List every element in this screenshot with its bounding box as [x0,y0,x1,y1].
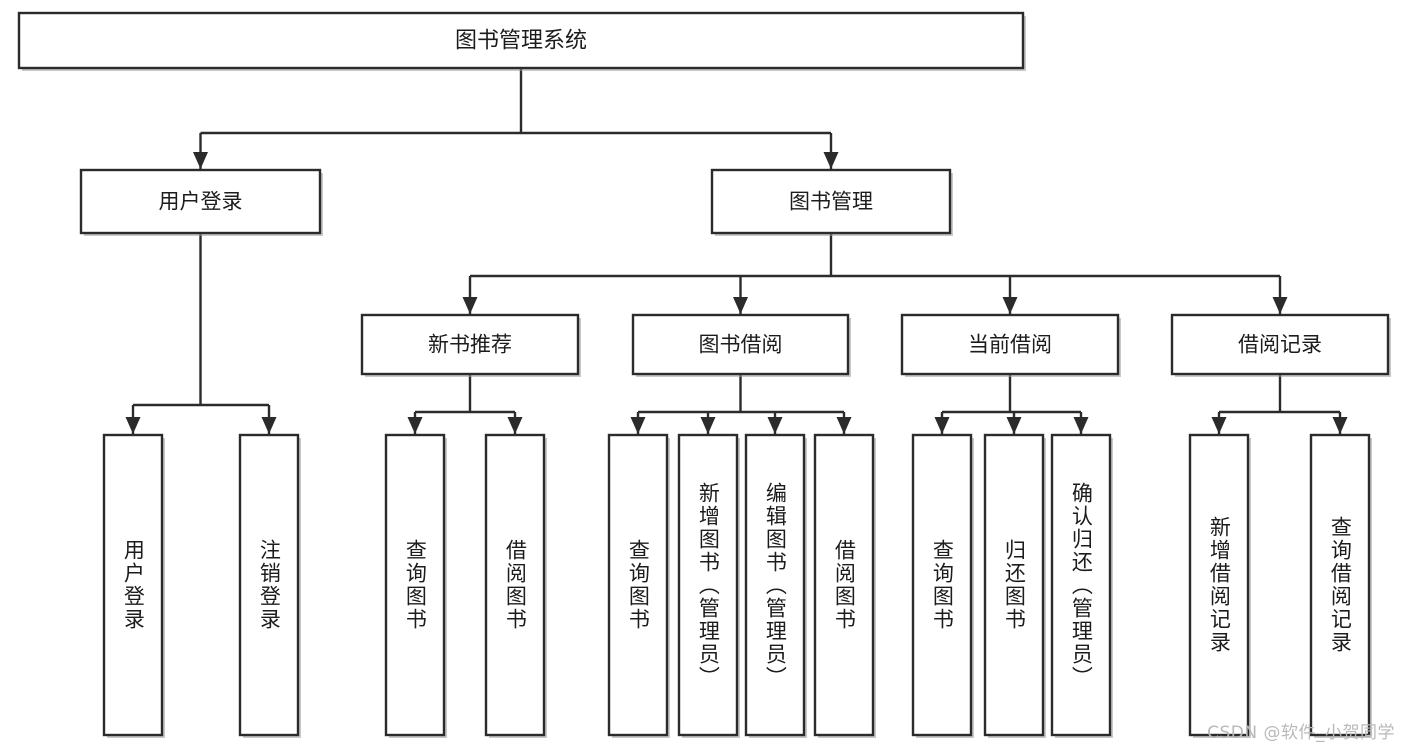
arrow-head-icon-leaf-user-login [125,417,141,434]
connector-lines [125,68,1348,434]
arrow-head-icon-leaf-bb-query-book [630,417,646,434]
node-leaf-cb-query-book[interactable] [911,433,973,737]
arrow-head-icon-book-borrow [733,297,748,314]
node-leaf-cb-return-book[interactable] [983,433,1045,737]
node-leaf-rec-borrow-book[interactable] [484,433,546,737]
node-book-borrow-label: 图书借阅 [699,333,783,357]
node-book-manage[interactable] [710,168,952,235]
arrow-head-icon-leaf-rec-borrow-book [507,417,523,434]
arrow-head-icon-leaf-br-query-record [1332,417,1348,434]
node-borrow-record-label: 借阅记录 [1238,333,1322,357]
node-leaf-bb-query-book[interactable] [607,433,669,737]
node-leaf-cb-confirm-return[interactable] [1050,433,1112,737]
watermark-text: CSDN @软件_小贺同学 [1207,723,1395,743]
arrow-head-icon-book-manage [823,152,839,169]
node-new-book-rec[interactable] [360,313,580,376]
node-root[interactable] [17,11,1025,70]
arrow-head-icon-leaf-cb-return-book [1006,417,1022,434]
arrow-head-icon-new-book-rec [462,297,478,314]
node-user-login-label: 用户登录 [159,190,243,214]
node-current-borrow[interactable] [900,313,1120,376]
node-leaf-br-query-record[interactable] [1309,433,1371,737]
arrow-head-icon-leaf-user-logout [261,417,277,434]
node-leaf-bb-edit-book[interactable] [744,433,806,737]
node-leaf-br-add-record[interactable] [1188,433,1250,737]
node-user-login[interactable] [79,168,322,235]
node-leaf-bb-add-book[interactable] [677,433,739,737]
node-leaf-rec-query-book[interactable] [384,433,446,737]
node-current-borrow-label: 当前借阅 [968,333,1052,357]
arrow-head-icon-leaf-cb-confirm-return [1073,417,1089,434]
arrow-head-icon-leaf-cb-query-book [934,417,950,434]
arrow-head-icon-leaf-bb-edit-book [767,417,783,434]
node-book-manage-label: 图书管理 [789,190,873,214]
arrow-head-icon-leaf-rec-query-book [407,417,423,434]
node-leaf-user-logout[interactable] [238,433,300,737]
arrow-head-icon-current-borrow [1002,297,1018,314]
node-new-book-rec-label: 新书推荐 [428,333,512,357]
arrow-head-icon-borrow-record [1272,297,1288,314]
arrow-head-icon-user-login [193,152,208,169]
node-book-borrow[interactable] [631,313,850,376]
node-root-label: 图书管理系统 [455,29,587,54]
arrow-head-icon-leaf-bb-borrow-book [836,417,852,434]
arrow-head-icon-leaf-bb-add-book [700,417,716,434]
arrow-head-icon-leaf-br-add-record [1211,417,1227,434]
node-leaf-user-login[interactable] [102,433,164,737]
node-borrow-record[interactable] [1170,313,1390,376]
node-boxes [17,11,1391,738]
node-leaf-bb-borrow-book[interactable] [813,433,875,737]
